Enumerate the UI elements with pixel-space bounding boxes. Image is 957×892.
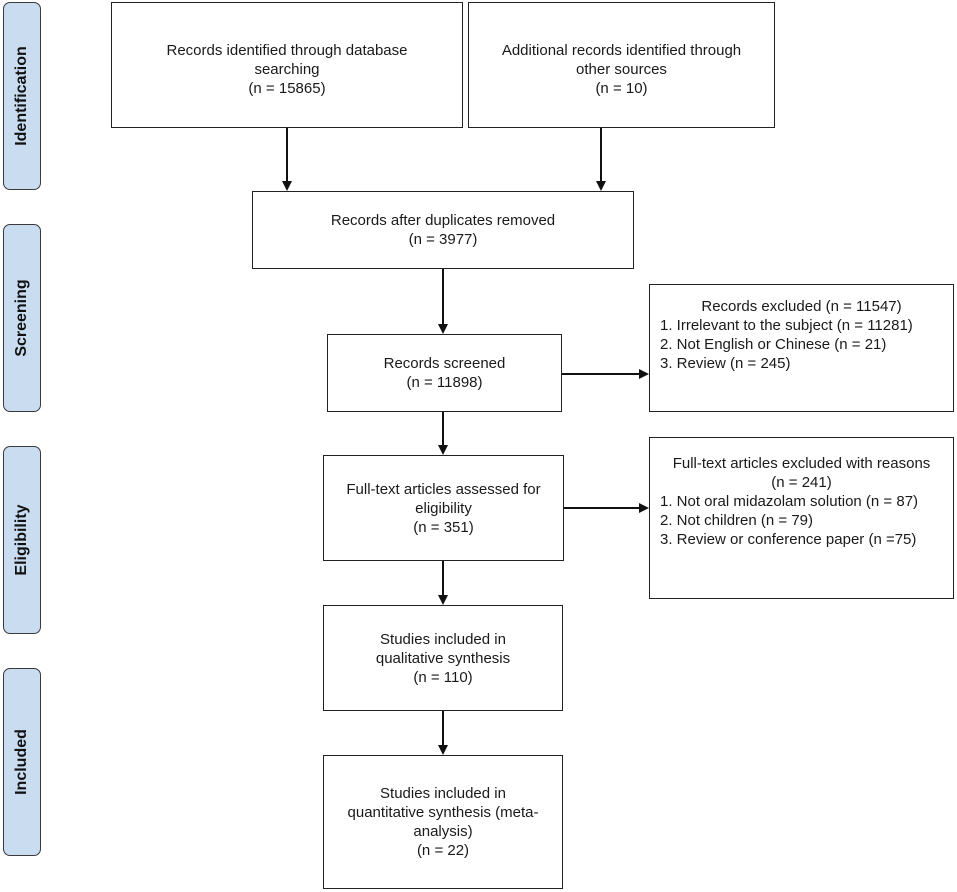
other-sources-count: (n = 10) [595,80,648,97]
quantitative-line3: analysis) [413,823,473,840]
stage-screening-tab: Screening [3,224,41,412]
records-excluded-heading: Records excluded (n = 11547) [701,298,902,315]
quantitative-line2: quantitative synthesis (meta- [347,804,539,821]
fulltext-assessed-line2: eligibility [415,499,472,517]
database-search-box: Records identified through database sear… [111,2,463,128]
database-search-line1: Records identified through database [166,42,408,59]
qualitative-line2: qualitative synthesis [375,649,511,667]
fulltext-excluded-heading-line1: Full-text articles excluded with reasons [672,455,931,472]
qualitative-count: (n = 110) [413,668,473,686]
other-sources-box: Additional records identified through ot… [468,2,775,128]
quantitative-count: (n = 22) [416,842,470,859]
duplicates-removed-line1: Records after duplicates removed [330,212,556,229]
database-search-line2: searching [254,61,320,78]
records-excluded-reason-3: 3. Review (n = 245) [660,355,791,372]
quantitative-synthesis-box: Studies included in quantitative synthes… [323,755,563,889]
records-screened-box: Records screened (n = 11898) [327,334,562,412]
qualitative-synthesis-box: Studies included in qualitative synthesi… [323,605,563,711]
records-excluded-box: Records excluded (n = 11547) 1. Irreleva… [649,284,954,412]
duplicates-removed-box: Records after duplicates removed (n = 39… [252,191,634,269]
stage-eligibility-tab: Eligibility [3,446,41,634]
fulltext-excluded-reason-1: 1. Not oral midazolam solution (n = 87) [660,493,919,510]
stage-included-tab: Included [3,668,41,856]
records-excluded-reason-2: 2. Not English or Chinese (n = 21) [660,336,887,353]
fulltext-excluded-reason-2: 2. Not children (n = 79) [660,512,813,529]
fulltext-excluded-reason-3: 3. Review or conference paper (n =75) [660,531,917,548]
fulltext-assessed-box: Full-text articles assessed for eligibil… [323,455,564,561]
other-sources-line2: other sources [576,61,667,78]
records-screened-count: (n = 11898) [406,374,483,391]
fulltext-excluded-heading-line2: (n = 241) [771,474,832,491]
stage-identification-tab: Identification [3,2,41,190]
duplicates-removed-count: (n = 3977) [408,231,478,248]
fulltext-assessed-line1: Full-text articles assessed for [346,480,541,498]
records-screened-line1: Records screened [383,355,506,372]
database-search-count: (n = 15865) [248,80,326,97]
fulltext-excluded-box: Full-text articles excluded with reasons… [649,437,954,599]
quantitative-line1: Studies included in [380,785,506,802]
records-excluded-reason-1: 1. Irrelevant to the subject (n = 11281) [660,317,913,334]
qualitative-line1: Studies included in [380,630,506,648]
other-sources-line1: Additional records identified through [501,42,742,59]
fulltext-assessed-count: (n = 351) [413,518,474,536]
